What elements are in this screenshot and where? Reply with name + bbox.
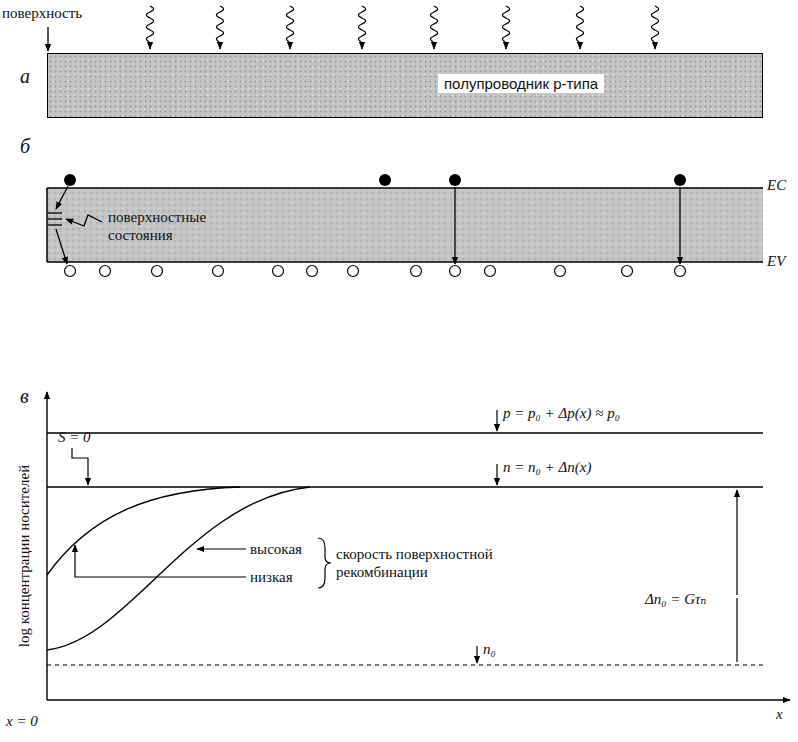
pointer-arrow (66, 215, 102, 226)
formula-label: n = n₀ + Δn(x) (503, 458, 591, 476)
surface-edge (46, 188, 48, 262)
leader-arrow (496, 464, 497, 485)
light-arrow (576, 6, 583, 49)
light-arrow (216, 6, 223, 49)
recombination-arrow (454, 187, 455, 264)
capture-arrow (56, 186, 68, 209)
hole (65, 266, 76, 277)
panel-letter: а (20, 64, 30, 88)
x-axis (47, 699, 790, 700)
axis-origin-label: x = 0 (6, 712, 38, 730)
leader-arrow (72, 448, 88, 485)
hole (348, 266, 359, 277)
band-edge-label: EV (767, 252, 785, 270)
curve-label: низкая (250, 568, 293, 586)
hole (273, 266, 284, 277)
surface-label: поверхность (2, 4, 82, 22)
hole (411, 266, 422, 277)
delta-arrow (736, 490, 737, 595)
curve-group-label: скорость поверхностной рекомбинации (336, 545, 511, 581)
electron (379, 174, 391, 186)
hole (675, 266, 686, 277)
light-arrow (358, 6, 365, 49)
light-arrow (651, 6, 658, 49)
hole (622, 266, 633, 277)
valence-band-edge (47, 261, 763, 263)
low-recombination-curve (47, 487, 240, 575)
equilibrium-line (47, 664, 763, 665)
recombination-arrow (679, 187, 680, 264)
leader-arrow (75, 545, 246, 577)
hole (307, 266, 318, 277)
semiconductor-slab (47, 188, 763, 262)
leader-arrow (476, 646, 477, 663)
surface-states-label: поверхностные состояния (108, 208, 258, 244)
panel-letter: в (20, 384, 29, 408)
formula-label: n₀ (483, 640, 496, 658)
axis-label: log концентрации носителей (15, 465, 33, 647)
light-arrows (146, 6, 658, 49)
carriers (64, 174, 686, 277)
high-recombination-curve (47, 487, 310, 650)
leader-arrow (496, 410, 497, 431)
formula-label: S = 0 (58, 428, 91, 446)
surface-arrow (47, 27, 48, 51)
semiconductor-slab: полупроводник p-типа (47, 53, 763, 118)
node-label: полупроводник p-типа (438, 74, 604, 93)
conduction-band-edge (47, 187, 763, 189)
light-arrow (146, 6, 153, 49)
light-arrow (502, 6, 509, 49)
light-arrow (430, 6, 437, 49)
brace (318, 538, 331, 588)
curve-label: высокая (250, 540, 302, 558)
hole (213, 266, 224, 277)
delta-line (736, 598, 737, 662)
electron (674, 174, 686, 186)
electron (64, 174, 76, 186)
hole (485, 266, 496, 277)
hole (450, 266, 461, 277)
leader-arrow (197, 548, 246, 549)
panel-letter: б (20, 134, 30, 158)
light-arrow (286, 6, 293, 49)
formula-label: Δn₀ = Gτₙ (645, 590, 706, 608)
formula-label: p = p₀ + Δp(x) ≈ p₀ (503, 404, 620, 422)
hole-concentration-line (47, 432, 763, 433)
surface-states (48, 213, 62, 225)
y-axis (46, 392, 47, 700)
hole (555, 266, 566, 277)
capture-arrow (56, 229, 67, 264)
electron (449, 174, 461, 186)
axis-label: x (776, 705, 783, 723)
hole (100, 266, 111, 277)
electron-concentration-line (47, 486, 763, 487)
hole (152, 266, 163, 277)
band-edge-label: EC (767, 176, 786, 194)
